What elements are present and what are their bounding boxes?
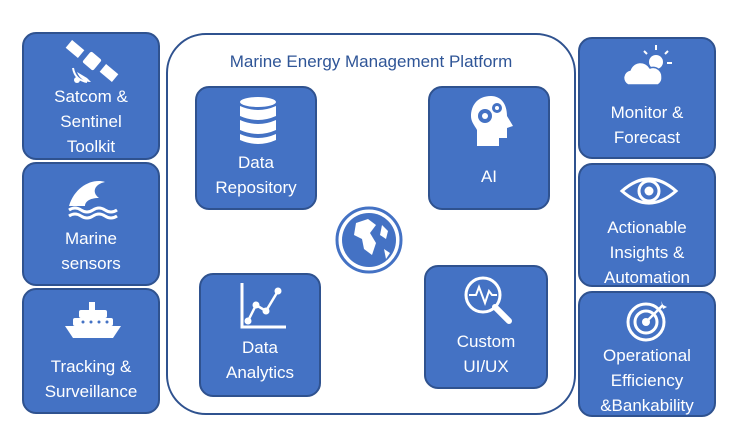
actionable-insights-label-3: Automation <box>604 268 690 287</box>
marine-sensors-label-1: Marine <box>65 229 117 248</box>
monitor-forecast-tile: Monitor & Forecast <box>578 37 716 159</box>
data-repository-tile: Data Repository <box>195 86 317 210</box>
operational-efficiency-label-3: &Bankability <box>600 396 694 415</box>
actionable-insights-label-2: Insights & <box>609 243 685 262</box>
line-chart-icon <box>240 283 286 329</box>
actionable-insights-label-1: Actionable <box>607 218 687 237</box>
custom-uiux-label-1: Custom <box>456 332 516 351</box>
custom-uiux-tile: Custom UI/UX <box>424 265 548 389</box>
operational-efficiency-label-1: Operational <box>603 346 691 365</box>
data-repository-label-1: Data <box>238 153 274 172</box>
data-analytics-label-1: Data <box>242 338 278 357</box>
target-icon <box>626 301 667 342</box>
marine-sensors-tile: Marine sensors <box>22 162 160 286</box>
satcom-label-3: Toolkit <box>66 137 116 156</box>
monitor-forecast-label-2: Forecast <box>613 128 681 147</box>
marine-sensors-label-2: sensors <box>61 254 121 273</box>
ai-tile: AI <box>428 86 550 210</box>
operational-efficiency-tile: Operational Efficiency &Bankability <box>578 291 716 417</box>
globe-icon <box>335 206 403 274</box>
tracking-tile: Tracking & Surveillance <box>22 288 160 414</box>
satcom-label-2: Sentinel <box>60 112 122 131</box>
tracking-label-2: Surveillance <box>44 382 138 401</box>
magnifier-pulse-icon <box>464 276 512 324</box>
data-repository-label-2: Repository <box>215 178 297 197</box>
satcom-label-1: Satcom & <box>54 87 128 106</box>
actionable-insights-tile: Actionable Insights & Automation <box>578 163 716 287</box>
tracking-label-1: Tracking & <box>50 357 132 376</box>
monitor-forecast-label-1: Monitor & <box>610 103 684 122</box>
platform-title: Marine Energy Management Platform <box>229 52 513 71</box>
eye-icon <box>619 177 679 205</box>
operational-efficiency-label-2: Efficiency <box>610 371 684 390</box>
ai-label: AI <box>480 167 498 186</box>
database-icon <box>240 97 276 144</box>
custom-uiux-label-2: UI/UX <box>463 357 509 376</box>
satcom-tile: Satcom & Sentinel Toolkit <box>22 32 160 160</box>
ship-icon <box>65 302 121 338</box>
weather-icon <box>622 45 672 86</box>
ai-brain-icon <box>471 96 513 146</box>
data-analytics-tile: Data Analytics <box>199 273 321 397</box>
satellite-icon <box>65 40 119 83</box>
wave-icon <box>68 181 118 220</box>
data-analytics-label-2: Analytics <box>225 363 295 382</box>
